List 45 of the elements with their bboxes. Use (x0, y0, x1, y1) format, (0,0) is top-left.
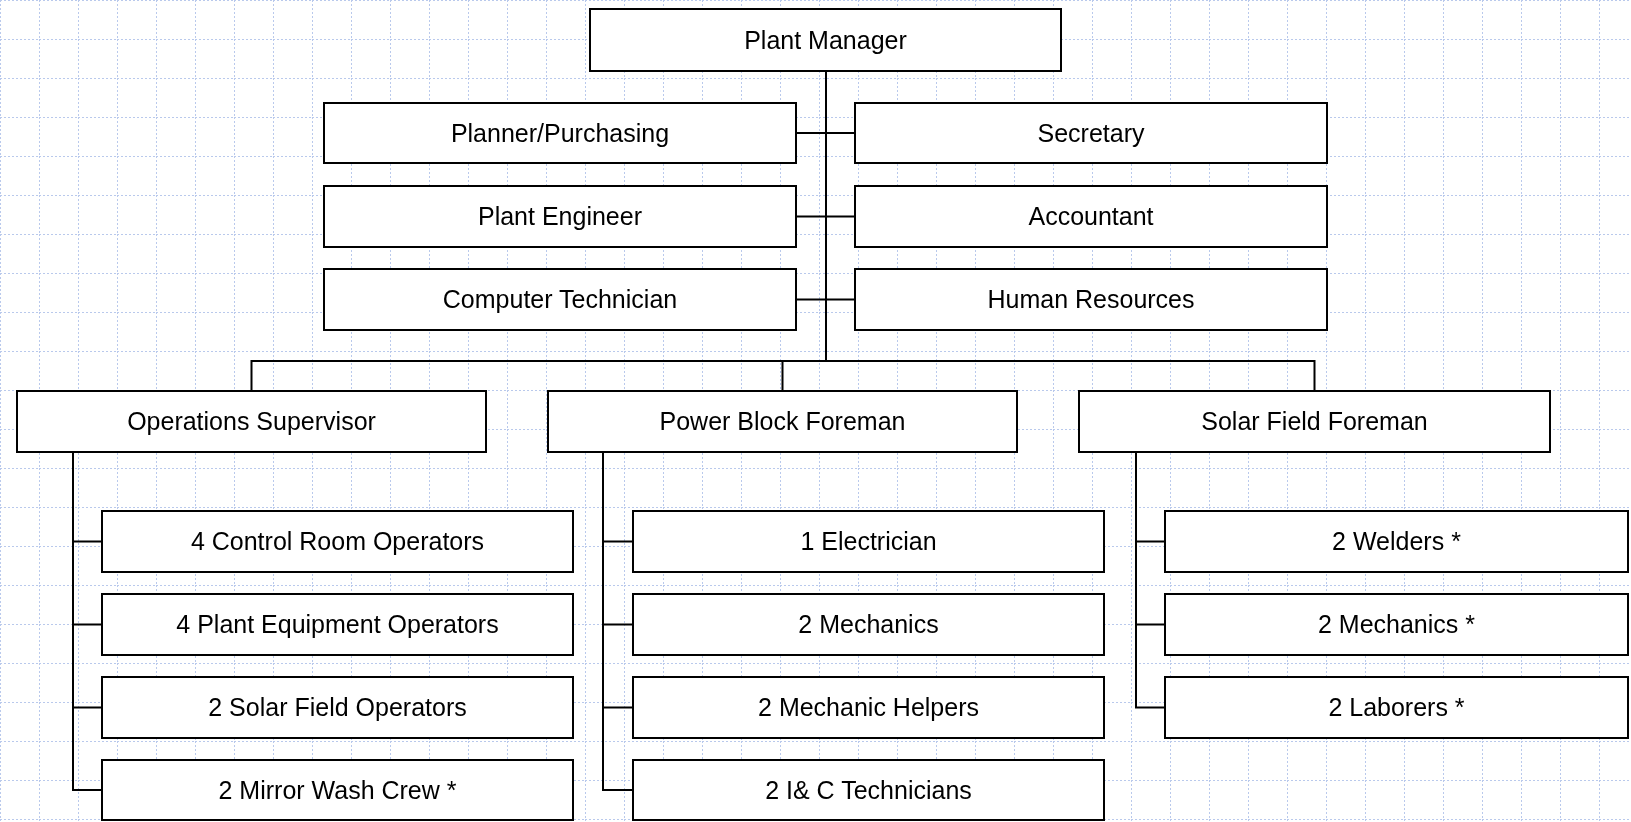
org-chart-box (101, 759, 574, 821)
role-label: 2 Mirror Wash Crew * (218, 775, 457, 805)
role-label: Plant Manager (744, 25, 907, 55)
org-chart-box (632, 759, 1105, 821)
role-label: 2 I& C Technicians (765, 775, 972, 805)
org-chart-box (1164, 676, 1629, 739)
role-label: 2 Welders * (1332, 527, 1461, 556)
role-label: Planner/Purchasing (450, 118, 670, 148)
org-chart-box (101, 510, 574, 573)
role-label: Computer Technician (442, 285, 678, 314)
role-label: 2 Mechanic Helpers (758, 693, 979, 722)
org-chart-box (854, 268, 1328, 331)
org-chart-box (101, 676, 574, 739)
org-chart-box (547, 390, 1018, 453)
org-chart-box (854, 185, 1328, 248)
role-label: Accountant (1028, 202, 1154, 231)
org-chart-box (632, 676, 1105, 739)
role-label: 2 Mechanics (798, 610, 939, 639)
org-chart-box (101, 593, 574, 656)
role-label: Plant Engineer (478, 202, 642, 231)
org-chart-box (1164, 593, 1629, 656)
role-label: 1 Electrician (800, 527, 937, 556)
role-label: 2 Solar Field Operators (208, 693, 467, 722)
org-chart-box (323, 185, 797, 248)
org-chart-box (632, 593, 1105, 656)
org-chart-box (854, 102, 1328, 164)
role-label: Operations Supervisor (127, 407, 376, 436)
org-chart-box (323, 268, 797, 331)
role-label: 4 Plant Equipment Operators (176, 610, 499, 639)
org-chart-box (1164, 510, 1629, 573)
role-label: 2 Mechanics * (1318, 610, 1475, 639)
connector-line (72, 452, 102, 791)
connector-line (1135, 452, 1165, 709)
role-label: Human Resources (987, 285, 1195, 314)
role-label: Solar Field Foreman (1201, 407, 1428, 436)
role-label: 4 Control Room Operators (190, 527, 485, 556)
connector-line (602, 452, 633, 791)
org-chart-box (323, 102, 797, 164)
org-chart-box (589, 8, 1062, 72)
role-label: Secretary (1037, 118, 1145, 148)
role-label: 2 Laborers * (1328, 693, 1465, 722)
org-chart-box (632, 510, 1105, 573)
org-chart-box (1078, 390, 1551, 453)
org-chart-box (16, 390, 487, 453)
role-label: Power Block Foreman (659, 407, 906, 436)
